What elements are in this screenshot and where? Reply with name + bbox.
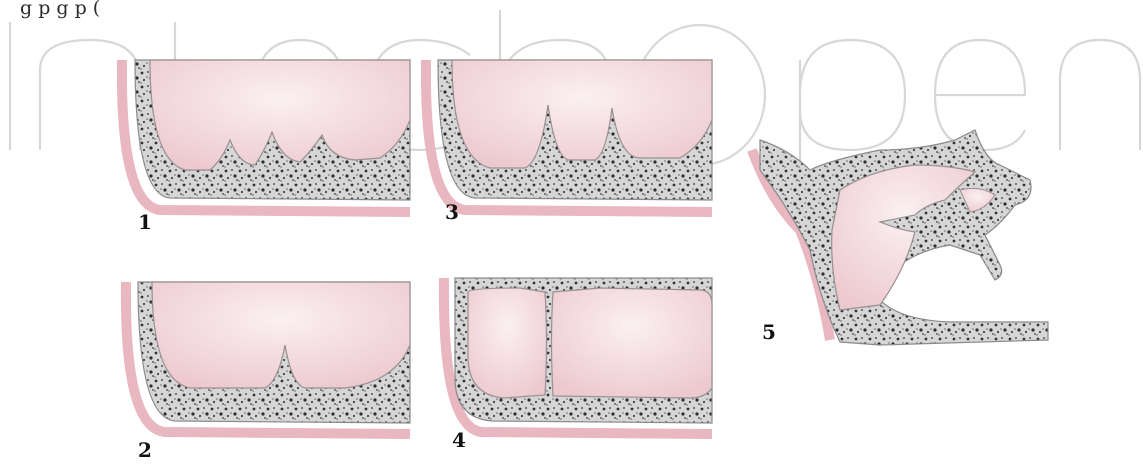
panel-label-2: 2 xyxy=(138,438,152,462)
header-text: g p g p ( xyxy=(20,0,100,19)
panel-label-3: 3 xyxy=(445,200,459,224)
panel-4: 4 xyxy=(444,278,712,452)
panel-1: 1 xyxy=(122,60,410,234)
panel-label-4: 4 xyxy=(452,428,466,452)
panel-5: 5 xyxy=(752,130,1048,345)
panel-2: 2 xyxy=(126,282,410,462)
panel-label-5: 5 xyxy=(762,320,776,344)
panel-3: 3 xyxy=(426,60,712,224)
panel-label-1: 1 xyxy=(138,210,152,234)
